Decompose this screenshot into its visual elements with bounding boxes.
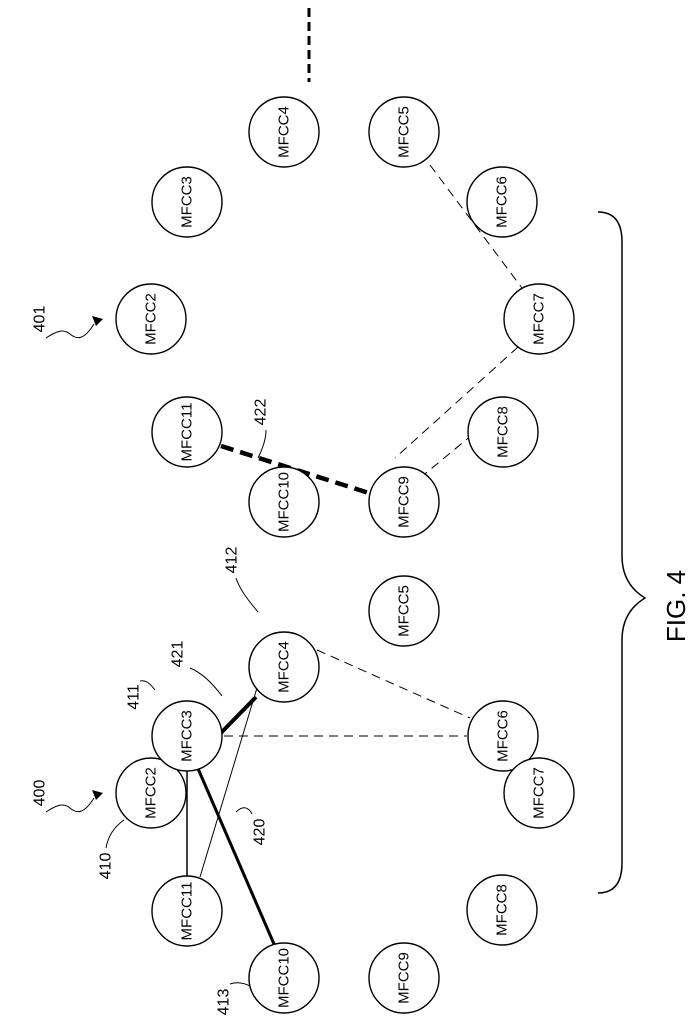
node-label: MFCC11 <box>179 882 196 941</box>
ref-421: 421 <box>170 641 187 668</box>
node-label: MFCC9 <box>396 476 413 528</box>
ref-400: 400 <box>32 780 49 807</box>
node-label: MFCC5 <box>396 106 413 158</box>
diagram-400-node-mfcc7: MFCC7 <box>504 758 574 828</box>
diagram-401-node-mfcc5: MFCC5 <box>369 97 439 167</box>
ref-413: 413 <box>216 989 233 1016</box>
ref-413-leader <box>230 983 250 986</box>
edge-mfcc4-mfcc6 <box>317 650 470 718</box>
ref-420: 420 <box>252 819 269 846</box>
diagram-400-node-mfcc8: MFCC8 <box>467 875 537 945</box>
node-label: MFCC2 <box>143 767 160 819</box>
diagram-401-node-mfcc8: MFCC8 <box>468 397 538 467</box>
diagram-401-node-mfcc3: MFCC3 <box>152 167 222 237</box>
diagram-401-node-mfcc2: MFCC2 <box>116 284 186 354</box>
node-label: MFCC2 <box>143 293 160 345</box>
diagram-400-node-mfcc9: MFCC9 <box>369 943 439 1013</box>
ref-401-squiggle <box>46 324 94 338</box>
node-label: MFCC5 <box>396 585 413 637</box>
ref-410: 410 <box>98 853 115 880</box>
node-label: MFCC4 <box>276 106 293 158</box>
ref-411: 411 <box>126 684 143 710</box>
diagram-401-node-mfcc6: MFCC6 <box>467 167 537 237</box>
brace-diagram-401 <box>598 212 622 556</box>
node-label: MFCC3 <box>179 710 196 762</box>
node-label: MFCC8 <box>494 884 511 936</box>
node-label: MFCC10 <box>276 948 293 1008</box>
ref-400-squiggle <box>46 798 94 812</box>
node-label: MFCC6 <box>494 176 511 228</box>
ref-420-leader <box>236 808 252 814</box>
node-label: MFCC6 <box>495 710 512 762</box>
node-label: MFCC7 <box>531 293 548 345</box>
diagram-401-node-mfcc11: MFCC11 <box>152 397 222 467</box>
diagram-400-node-mfcc4: MFCC4 <box>249 632 319 702</box>
node-label: MFCC11 <box>179 403 196 462</box>
figure-caption: FIG. 4 <box>661 570 691 642</box>
diagram-401-node-mfcc10: MFCC10 <box>249 467 319 537</box>
node-label: MFCC9 <box>396 952 413 1004</box>
diagram-400-node-mfcc10: MFCC10 <box>249 943 319 1013</box>
ref-421-leader <box>190 668 222 696</box>
ref-401: 401 <box>32 306 49 333</box>
node-label: MFCC3 <box>179 176 196 228</box>
node-label: MFCC4 <box>276 641 293 693</box>
diagram-401-node-mfcc4: MFCC4 <box>249 97 319 167</box>
diagram-401-node-mfcc7: MFCC7 <box>504 284 574 354</box>
diagram-400-node-mfcc3: MFCC3 <box>152 701 222 771</box>
diagram-400-node-mfcc5: MFCC5 <box>369 576 439 646</box>
ref-422-leader <box>258 430 266 458</box>
ref-422: 422 <box>253 399 270 426</box>
ref-412: 412 <box>224 547 241 574</box>
node-label: MFCC10 <box>276 472 293 532</box>
brace-diagram-400 <box>598 556 645 893</box>
node-label: MFCC7 <box>531 767 548 819</box>
ref-412-leader <box>236 578 258 612</box>
diagram-401-node-mfcc9: MFCC9 <box>369 467 439 537</box>
ref-410-leader <box>106 820 124 848</box>
diagram-400-node-mfcc11: MFCC11 <box>152 876 222 946</box>
diagram-400-edges <box>187 638 470 944</box>
node-label: MFCC8 <box>495 406 512 458</box>
